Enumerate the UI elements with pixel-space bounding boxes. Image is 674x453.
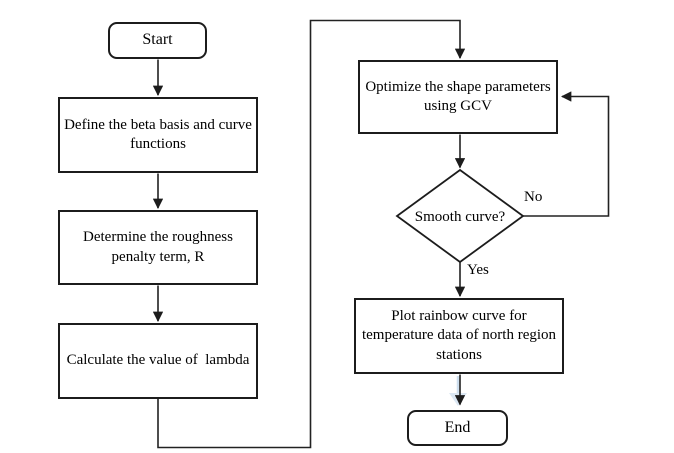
plot-rainbow-node: Plot rainbow curve for temperature data … <box>354 298 564 374</box>
no-branch-label: No <box>524 189 543 205</box>
calculate-lambda-node: Calculate the value of lambda <box>58 323 258 399</box>
decision-diamond-shape <box>395 168 525 264</box>
end-node: End <box>407 410 508 446</box>
optimize-gcv-node: Optimize the shape parameters using GCV <box>358 60 558 134</box>
smooth-curve-decision-label: Smooth curve? <box>414 208 506 225</box>
blue-arrow-artifact <box>449 376 467 406</box>
define-basis-node: Define the beta basis and curve function… <box>58 97 258 173</box>
roughness-penalty-node: Determine the roughness penalty term, R <box>58 210 258 285</box>
edge-calculate-to-optimize <box>157 19 466 449</box>
yes-branch-label: Yes <box>467 262 489 278</box>
edge-decision-no-loop <box>523 91 610 217</box>
start-node: Start <box>108 22 207 59</box>
